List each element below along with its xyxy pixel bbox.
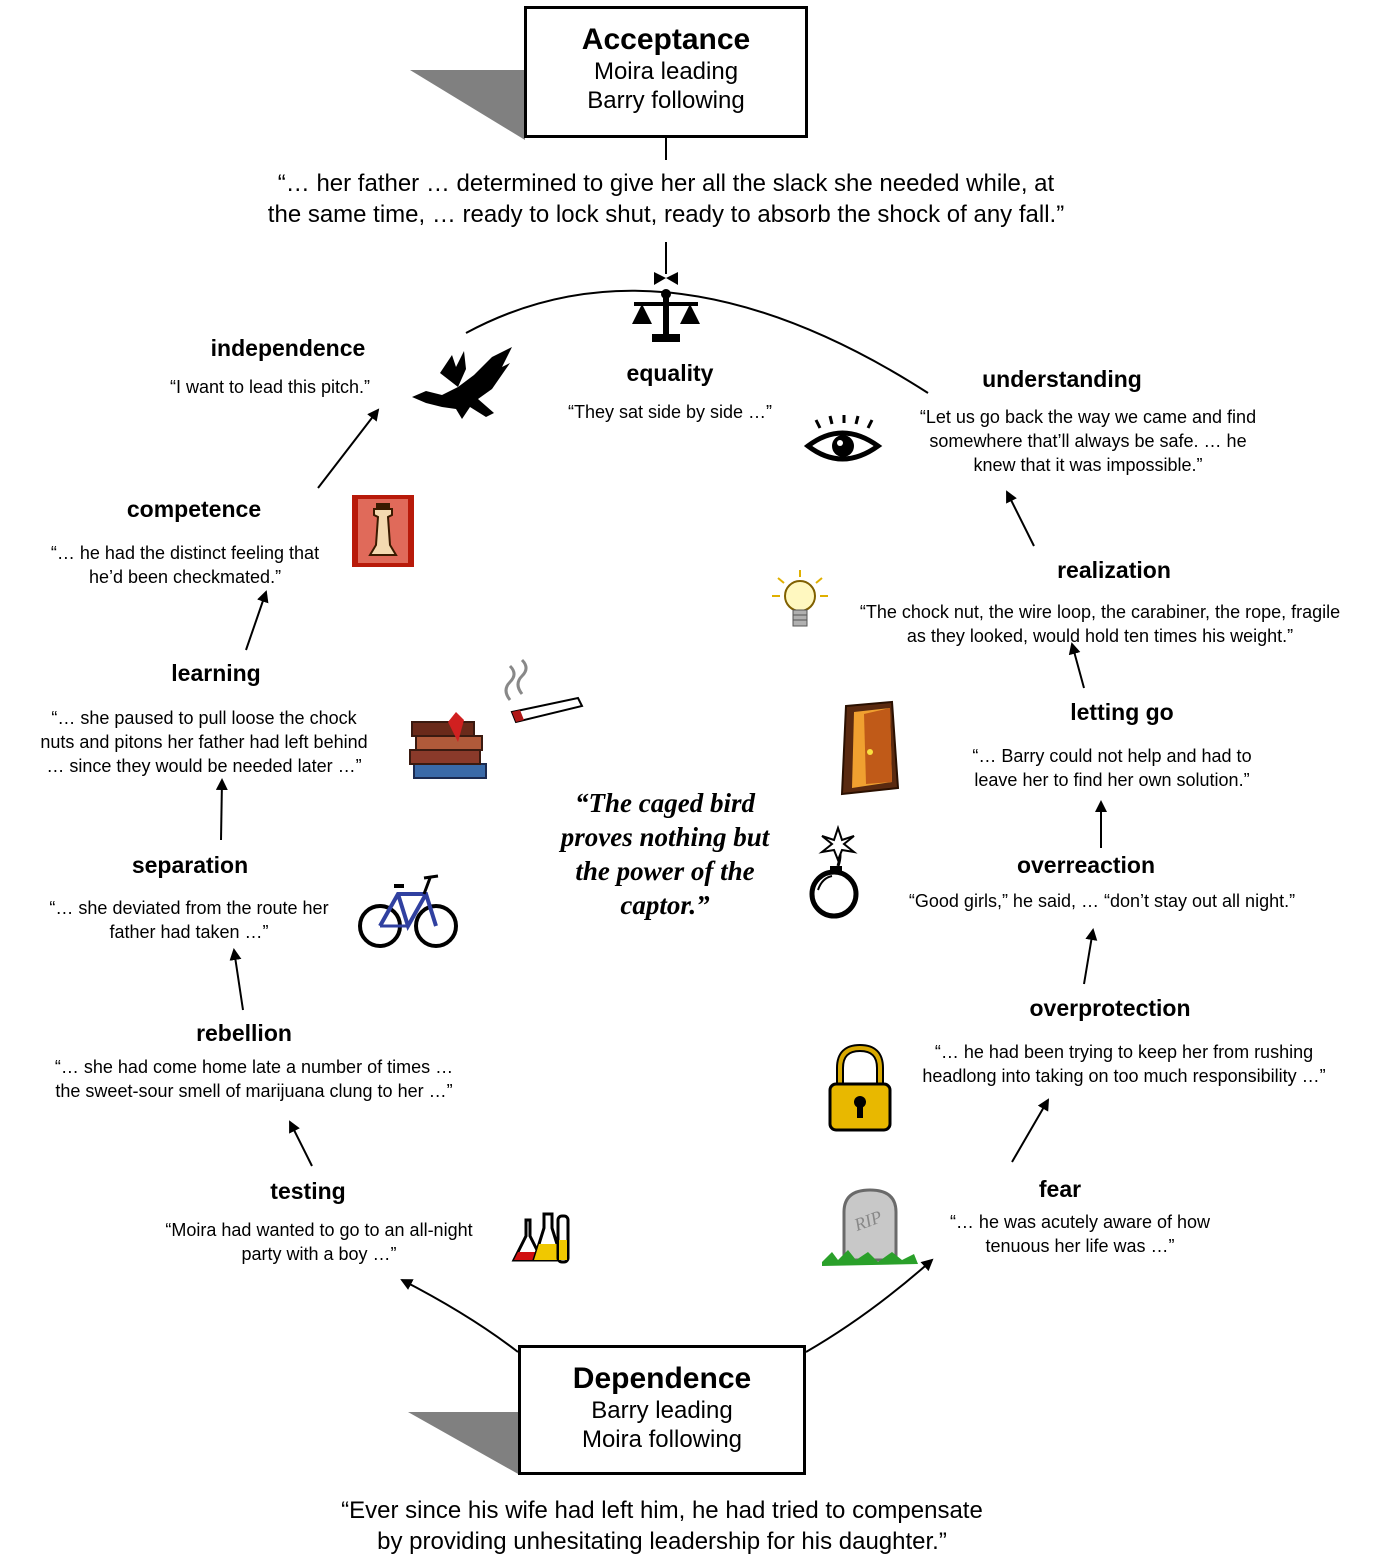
stage-quote-separation: “… she deviated from the route her fathe… xyxy=(14,896,364,944)
bottom-quote-line1: “Ever since his wife had left him, he ha… xyxy=(341,1497,983,1524)
arrow-separation-learning xyxy=(215,778,228,841)
stage-quote-learning-line3: … since they would be needed later …” xyxy=(46,756,362,776)
bottom-quote-line2: by providing unhesitating leadership for… xyxy=(377,1528,947,1555)
stage-quote-competence-line2: he’d been checkmated.” xyxy=(88,567,282,587)
top-quote-line2: the same time, … ready to lock shut, rea… xyxy=(267,201,1065,228)
stage-quote-overreaction-line1: “Good girls,” he said, … “don’t stay out… xyxy=(908,891,1296,911)
stage-quote-separation-line1: “… she deviated from the route her xyxy=(49,898,329,918)
center-quote-line3: the power of the xyxy=(575,856,755,886)
stage-quote-realization-line1: “The chock nut, the wire loop, the carab… xyxy=(859,602,1341,622)
center-quote-line2: proves nothing but xyxy=(560,822,770,852)
bottom-left-arc xyxy=(400,1279,519,1353)
stage-quote-equality: “They sat side by side …” xyxy=(510,400,830,424)
stage-quote-overprotection-line1: “… he had been trying to keep her from r… xyxy=(934,1042,1314,1062)
stage-label-competence: competence xyxy=(126,496,262,522)
chess-piece-icon xyxy=(352,495,414,567)
acceptance-box: Acceptance Moira leading Barry following xyxy=(524,6,808,138)
arrow-rebellion-separation xyxy=(229,948,244,1011)
padlock-icon xyxy=(828,1043,892,1132)
bowtie-marker xyxy=(654,272,678,285)
stage-quote-independence-line1: “I want to lead this pitch.” xyxy=(169,377,371,397)
stage-quote-understanding-line2: somewhere that’ll always be safe. … he xyxy=(929,431,1247,451)
stage-quote-fear: “… he was acutely aware of how tenuous h… xyxy=(910,1210,1250,1258)
stage-quote-testing-line1: “Moira had wanted to go to an all-night xyxy=(165,1220,473,1240)
dependence-title: Dependence xyxy=(572,1362,752,1395)
stage-quote-letting-go: “… Barry could not help and had to leave… xyxy=(922,744,1302,792)
stage-label-overreaction: overreaction xyxy=(1016,852,1156,878)
scales-icon xyxy=(632,289,700,342)
dependence-box-shadow xyxy=(408,1412,520,1475)
stage-quote-realization: “The chock nut, the wire loop, the carab… xyxy=(806,600,1394,648)
stage-quote-letting-go-line2: leave her to find her own solution.” xyxy=(974,770,1250,790)
stage-quote-overprotection: “… he had been trying to keep her from r… xyxy=(874,1040,1374,1088)
flasks-icon xyxy=(511,1212,570,1264)
top-quote-line1: “… her father … determined to give her a… xyxy=(277,170,1055,197)
stage-label-independence: independence xyxy=(210,335,366,361)
stage-quote-rebellion-line1: “… she had come home late a number of ti… xyxy=(54,1057,454,1077)
stage-quote-fear-line2: tenuous her life was …” xyxy=(985,1236,1175,1256)
arrow-overprotection-overreaction xyxy=(1083,928,1098,985)
stage-label-separation: separation xyxy=(131,852,249,878)
top-arc xyxy=(465,289,929,394)
stage-quote-learning-line2: nuts and pitons her father had left behi… xyxy=(40,732,368,752)
books-icon xyxy=(409,712,487,779)
eye-icon xyxy=(803,415,883,462)
arrow-lettinggo-realization xyxy=(1068,642,1085,689)
arrow-testing-rebellion xyxy=(289,1120,313,1167)
stage-quote-rebellion: “… she had come home late a number of ti… xyxy=(4,1055,504,1103)
stage-quote-testing-line2: party with a boy …” xyxy=(241,1244,397,1264)
acceptance-line1: Moira leading xyxy=(593,58,739,85)
bicycle-icon xyxy=(358,874,458,948)
stage-label-fear: fear xyxy=(1038,1176,1082,1202)
stage-quote-equality-line1: “They sat side by side …” xyxy=(567,402,773,422)
acceptance-title: Acceptance xyxy=(581,23,751,56)
center-quote: “The caged bird proves nothing but the p… xyxy=(530,786,800,922)
stage-label-understanding: understanding xyxy=(982,366,1142,392)
stage-quote-overprotection-line2: headlong into taking on too much respons… xyxy=(922,1066,1326,1086)
acceptance-box-shadow xyxy=(410,70,525,140)
stage-label-testing: testing xyxy=(270,1178,346,1204)
stage-quote-letting-go-line1: “… Barry could not help and had to xyxy=(972,746,1252,766)
stage-quote-testing: “Moira had wanted to go to an all-night … xyxy=(124,1218,514,1266)
stage-label-overprotection: overprotection xyxy=(1029,995,1191,1021)
dependence-line2: Moira following xyxy=(581,1426,743,1453)
stage-quote-overreaction: “Good girls,” he said, … “don’t stay out… xyxy=(862,889,1342,913)
stage-quote-learning-line1: “… she paused to pull loose the chock xyxy=(51,708,357,728)
stage-quote-realization-line2: as they looked, would hold ten times his… xyxy=(906,626,1294,646)
stage-quote-competence: “… he had the distinct feeling that he’d… xyxy=(10,541,360,589)
stage-quote-independence: “I want to lead this pitch.” xyxy=(120,375,420,399)
eagle-icon xyxy=(412,347,512,419)
arrow-competence-independence xyxy=(317,408,380,489)
bottom-quote: “Ever since his wife had left him, he ha… xyxy=(262,1495,1062,1557)
arrow-learning-competence xyxy=(245,590,269,651)
acceptance-line2: Barry following xyxy=(587,87,745,114)
stage-label-letting-go: letting go xyxy=(1070,699,1174,725)
bottom-right-arc xyxy=(805,1258,934,1353)
stage-quote-understanding-line1: “Let us go back the way we came and find xyxy=(919,407,1257,427)
stage-quote-separation-line2: father had taken …” xyxy=(109,922,269,942)
center-quote-line1: “The caged bird xyxy=(575,788,755,818)
stage-quote-learning: “… she paused to pull loose the chock nu… xyxy=(4,706,404,778)
stage-quote-competence-line1: “… he had the distinct feeling that xyxy=(50,543,320,563)
arrow-fear-overprotection xyxy=(1011,1098,1050,1163)
stage-label-rebellion: rebellion xyxy=(196,1020,292,1046)
stage-label-realization: realization xyxy=(1057,557,1171,583)
dependence-line1: Barry leading xyxy=(591,1397,733,1424)
stage-quote-understanding-line3: knew that it was impossible.” xyxy=(973,455,1203,475)
stage-label-equality: equality xyxy=(626,360,714,386)
gravestone-icon: RIP xyxy=(822,1188,918,1266)
door-icon xyxy=(840,700,900,796)
stage-quote-rebellion-line2: the sweet-sour smell of marijuana clung … xyxy=(55,1081,453,1101)
cigarette-icon xyxy=(504,658,584,724)
top-quote: “… her father … determined to give her a… xyxy=(200,168,1132,230)
center-quote-line4: captor.” xyxy=(620,890,710,920)
stage-quote-fear-line1: “… he was acutely aware of how xyxy=(949,1212,1211,1232)
stage-quote-understanding: “Let us go back the way we came and find… xyxy=(878,405,1298,477)
dependence-box: Dependence Barry leading Moira following xyxy=(518,1345,806,1475)
arrow-realization-understanding xyxy=(1006,490,1035,547)
stage-label-learning: learning xyxy=(171,660,261,686)
bomb-icon xyxy=(809,824,859,919)
lightbulb-icon xyxy=(772,570,828,627)
